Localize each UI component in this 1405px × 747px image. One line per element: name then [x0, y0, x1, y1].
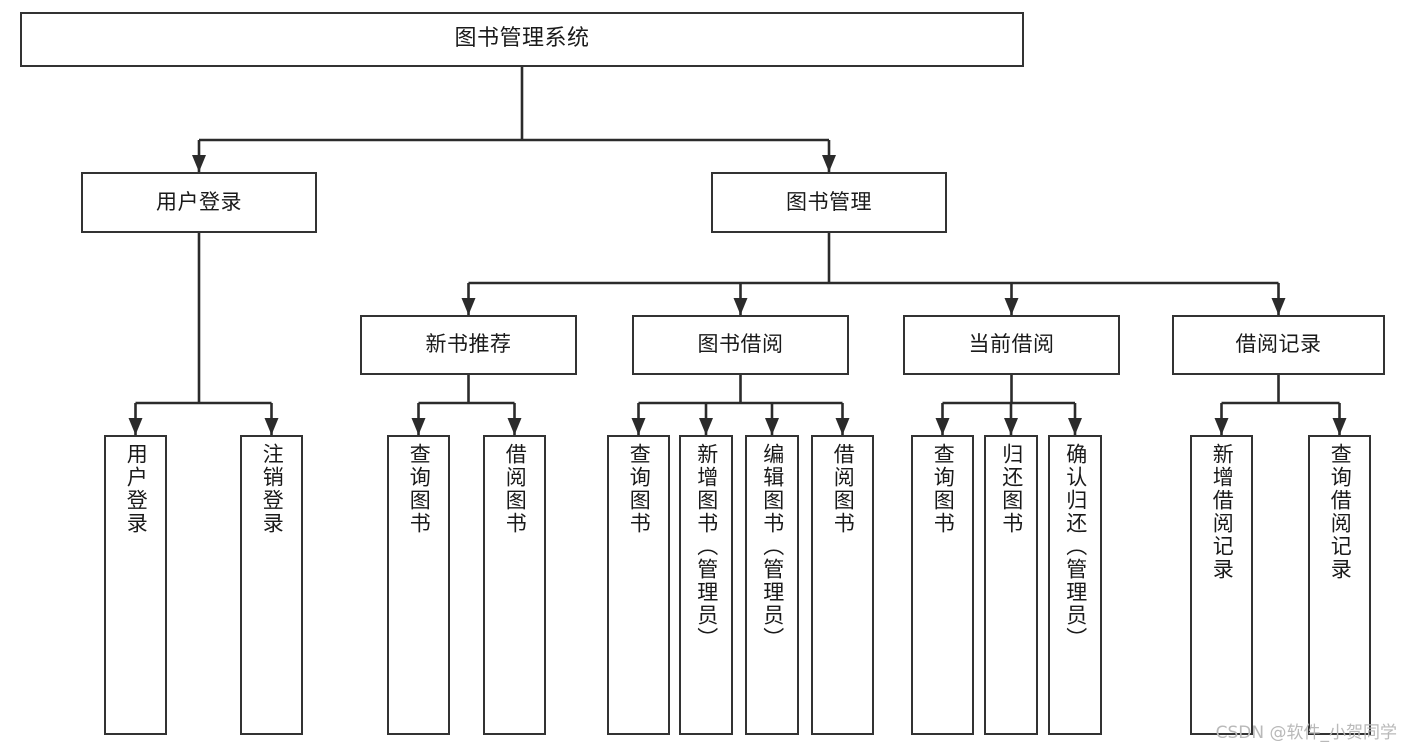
arrowhead-icon	[461, 298, 476, 315]
arrowhead-icon	[411, 418, 426, 435]
node-label: 查询图书	[931, 443, 956, 535]
node-current-borrow[interactable]: 当前借阅	[903, 315, 1120, 375]
arrowhead-icon	[835, 418, 850, 435]
node-leaf-borrow-book-2[interactable]: 借阅图书	[811, 435, 874, 735]
node-user-login[interactable]: 用户登录	[81, 172, 317, 233]
node-label: 查询图书	[407, 443, 432, 535]
node-label: 注销登录	[260, 443, 285, 535]
arrowhead-icon	[733, 298, 748, 315]
arrowhead-icon	[1271, 298, 1286, 315]
node-leaf-return-book[interactable]: 归还图书	[984, 435, 1038, 735]
arrowhead-icon	[128, 418, 143, 435]
node-book-manage[interactable]: 图书管理	[711, 172, 947, 233]
node-book-borrow[interactable]: 图书借阅	[632, 315, 849, 375]
node-label: 编辑图书（管理员）	[760, 443, 785, 650]
arrowhead-icon	[1214, 418, 1229, 435]
node-label: 用户登录	[124, 443, 149, 535]
node-label: 借阅记录	[1235, 332, 1322, 357]
node-leaf-edit-book[interactable]: 编辑图书（管理员）	[745, 435, 799, 735]
node-label: 查询借阅记录	[1328, 443, 1353, 581]
node-leaf-confirm-return[interactable]: 确认归还（管理员）	[1048, 435, 1102, 735]
arrowhead-icon	[1068, 418, 1082, 435]
arrowhead-icon	[765, 418, 779, 435]
node-leaf-add-book[interactable]: 新增图书（管理员）	[679, 435, 733, 735]
node-leaf-query-record[interactable]: 查询借阅记录	[1308, 435, 1371, 735]
arrowhead-icon	[631, 418, 646, 435]
node-label: 确认归还（管理员）	[1063, 443, 1088, 650]
arrowhead-icon	[264, 418, 279, 435]
node-label: 查询图书	[627, 443, 652, 535]
node-leaf-query-book-2[interactable]: 查询图书	[607, 435, 670, 735]
arrowhead-icon	[1332, 418, 1347, 435]
node-leaf-borrow-book-1[interactable]: 借阅图书	[483, 435, 546, 735]
node-label: 借阅图书	[503, 443, 528, 535]
root-node[interactable]: 图书管理系统	[20, 12, 1024, 67]
node-label: 新增图书（管理员）	[694, 443, 719, 650]
node-label: 图书管理系统	[454, 26, 590, 52]
node-label: 新书推荐	[425, 332, 512, 357]
node-leaf-query-book-3[interactable]: 查询图书	[911, 435, 974, 735]
watermark: CSDN @软件_小贺同学	[1215, 723, 1397, 743]
node-label: 新增借阅记录	[1210, 443, 1235, 581]
node-label: 归还图书	[999, 443, 1024, 535]
node-borrow-record[interactable]: 借阅记录	[1172, 315, 1385, 375]
node-label: 图书管理	[786, 189, 872, 214]
arrowhead-icon	[1004, 298, 1019, 315]
node-new-book-rec[interactable]: 新书推荐	[360, 315, 577, 375]
node-label: 借阅图书	[831, 443, 856, 535]
arrowhead-icon	[822, 155, 836, 172]
arrowhead-icon	[192, 155, 206, 172]
arrowhead-icon	[507, 418, 522, 435]
node-leaf-add-record[interactable]: 新增借阅记录	[1190, 435, 1253, 735]
node-leaf-query-book-1[interactable]: 查询图书	[387, 435, 450, 735]
arrowhead-icon	[699, 418, 713, 435]
node-label: 用户登录	[156, 189, 242, 214]
arrowhead-icon	[1004, 418, 1018, 435]
arrowhead-icon	[935, 418, 950, 435]
node-leaf-user-logout[interactable]: 注销登录	[240, 435, 303, 735]
node-label: 当前借阅	[968, 332, 1055, 357]
node-label: 图书借阅	[697, 332, 784, 357]
node-leaf-user-login[interactable]: 用户登录	[104, 435, 167, 735]
